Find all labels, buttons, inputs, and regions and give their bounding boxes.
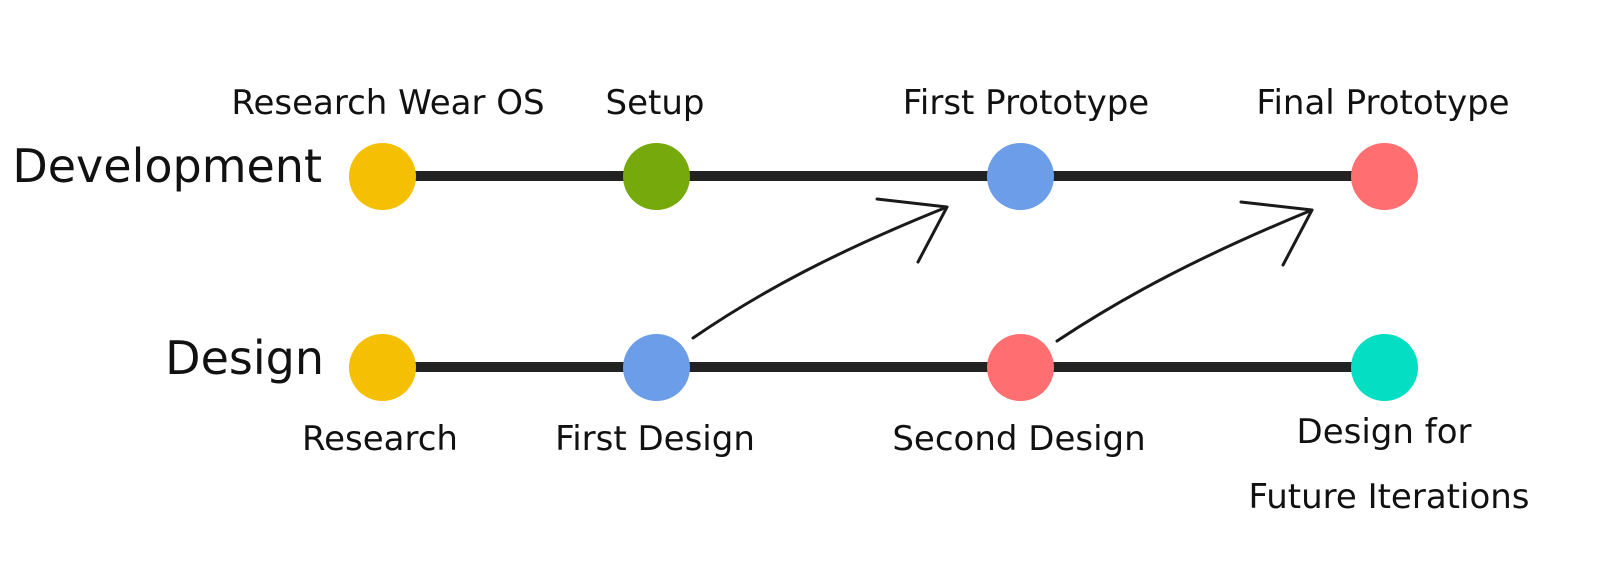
arrow-head-first-prototype [875, 197, 949, 264]
milestone-dot-first-prototype [987, 143, 1054, 210]
milestone-label-setup: Setup [605, 83, 705, 123]
milestone-dot-second-design [987, 334, 1054, 401]
milestone-dot-research-wear-os [349, 143, 416, 210]
arrow-second-design-to-final-prototype [1055, 208, 1314, 343]
arrow-first-design-to-first-prototype [691, 205, 949, 340]
milestone-dot-first-design [623, 334, 690, 401]
milestone-label-second-design: Second Design [892, 419, 1146, 459]
milestone-dot-setup [623, 143, 690, 210]
milestone-dot-final-prototype [1351, 143, 1418, 210]
development-track-line [382, 171, 1385, 181]
milestone-label-design-for-future-line2: Future Iterations [1248, 477, 1530, 517]
milestone-dot-research [349, 334, 416, 401]
milestone-label-research-wear-os: Research Wear OS [231, 83, 545, 123]
milestone-label-research: Research [302, 419, 458, 459]
arrow-head-final-prototype [1239, 200, 1314, 267]
milestone-label-design-for-future-line1: Design for [1296, 412, 1472, 452]
milestone-label-first-prototype: First Prototype [902, 83, 1150, 123]
design-track-line [382, 362, 1385, 372]
milestone-label-final-prototype: Final Prototype [1256, 83, 1510, 123]
milestone-dot-design-for-future-iterations [1351, 334, 1418, 401]
row-label-development: Development [12, 139, 322, 193]
row-label-design: Design [165, 331, 324, 385]
milestone-label-first-design: First Design [555, 419, 755, 459]
